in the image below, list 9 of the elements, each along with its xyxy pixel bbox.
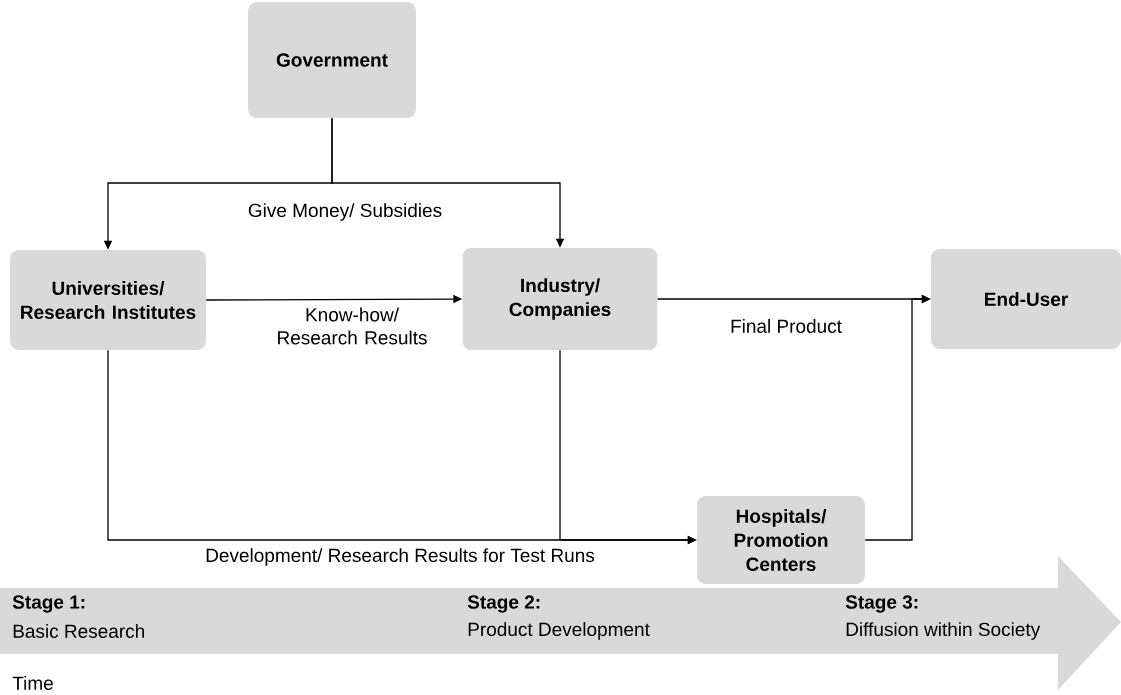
rounded-box: Industry/ Companies	[462, 248, 658, 350]
edge-label: Final Product	[728, 317, 844, 335]
rounded-box: Universities/ Research Institutes	[10, 250, 206, 350]
rounded-box: Hospitals/ Promotion Centers	[697, 496, 865, 584]
edge-label: Give Money/ Subsidies	[245, 201, 445, 223]
rounded-box: Government	[248, 2, 416, 118]
edge-label: Know-how/ Research Results	[265, 305, 439, 347]
rounded-box: End-User	[931, 249, 1121, 349]
axis-label: Time	[12, 676, 53, 690]
